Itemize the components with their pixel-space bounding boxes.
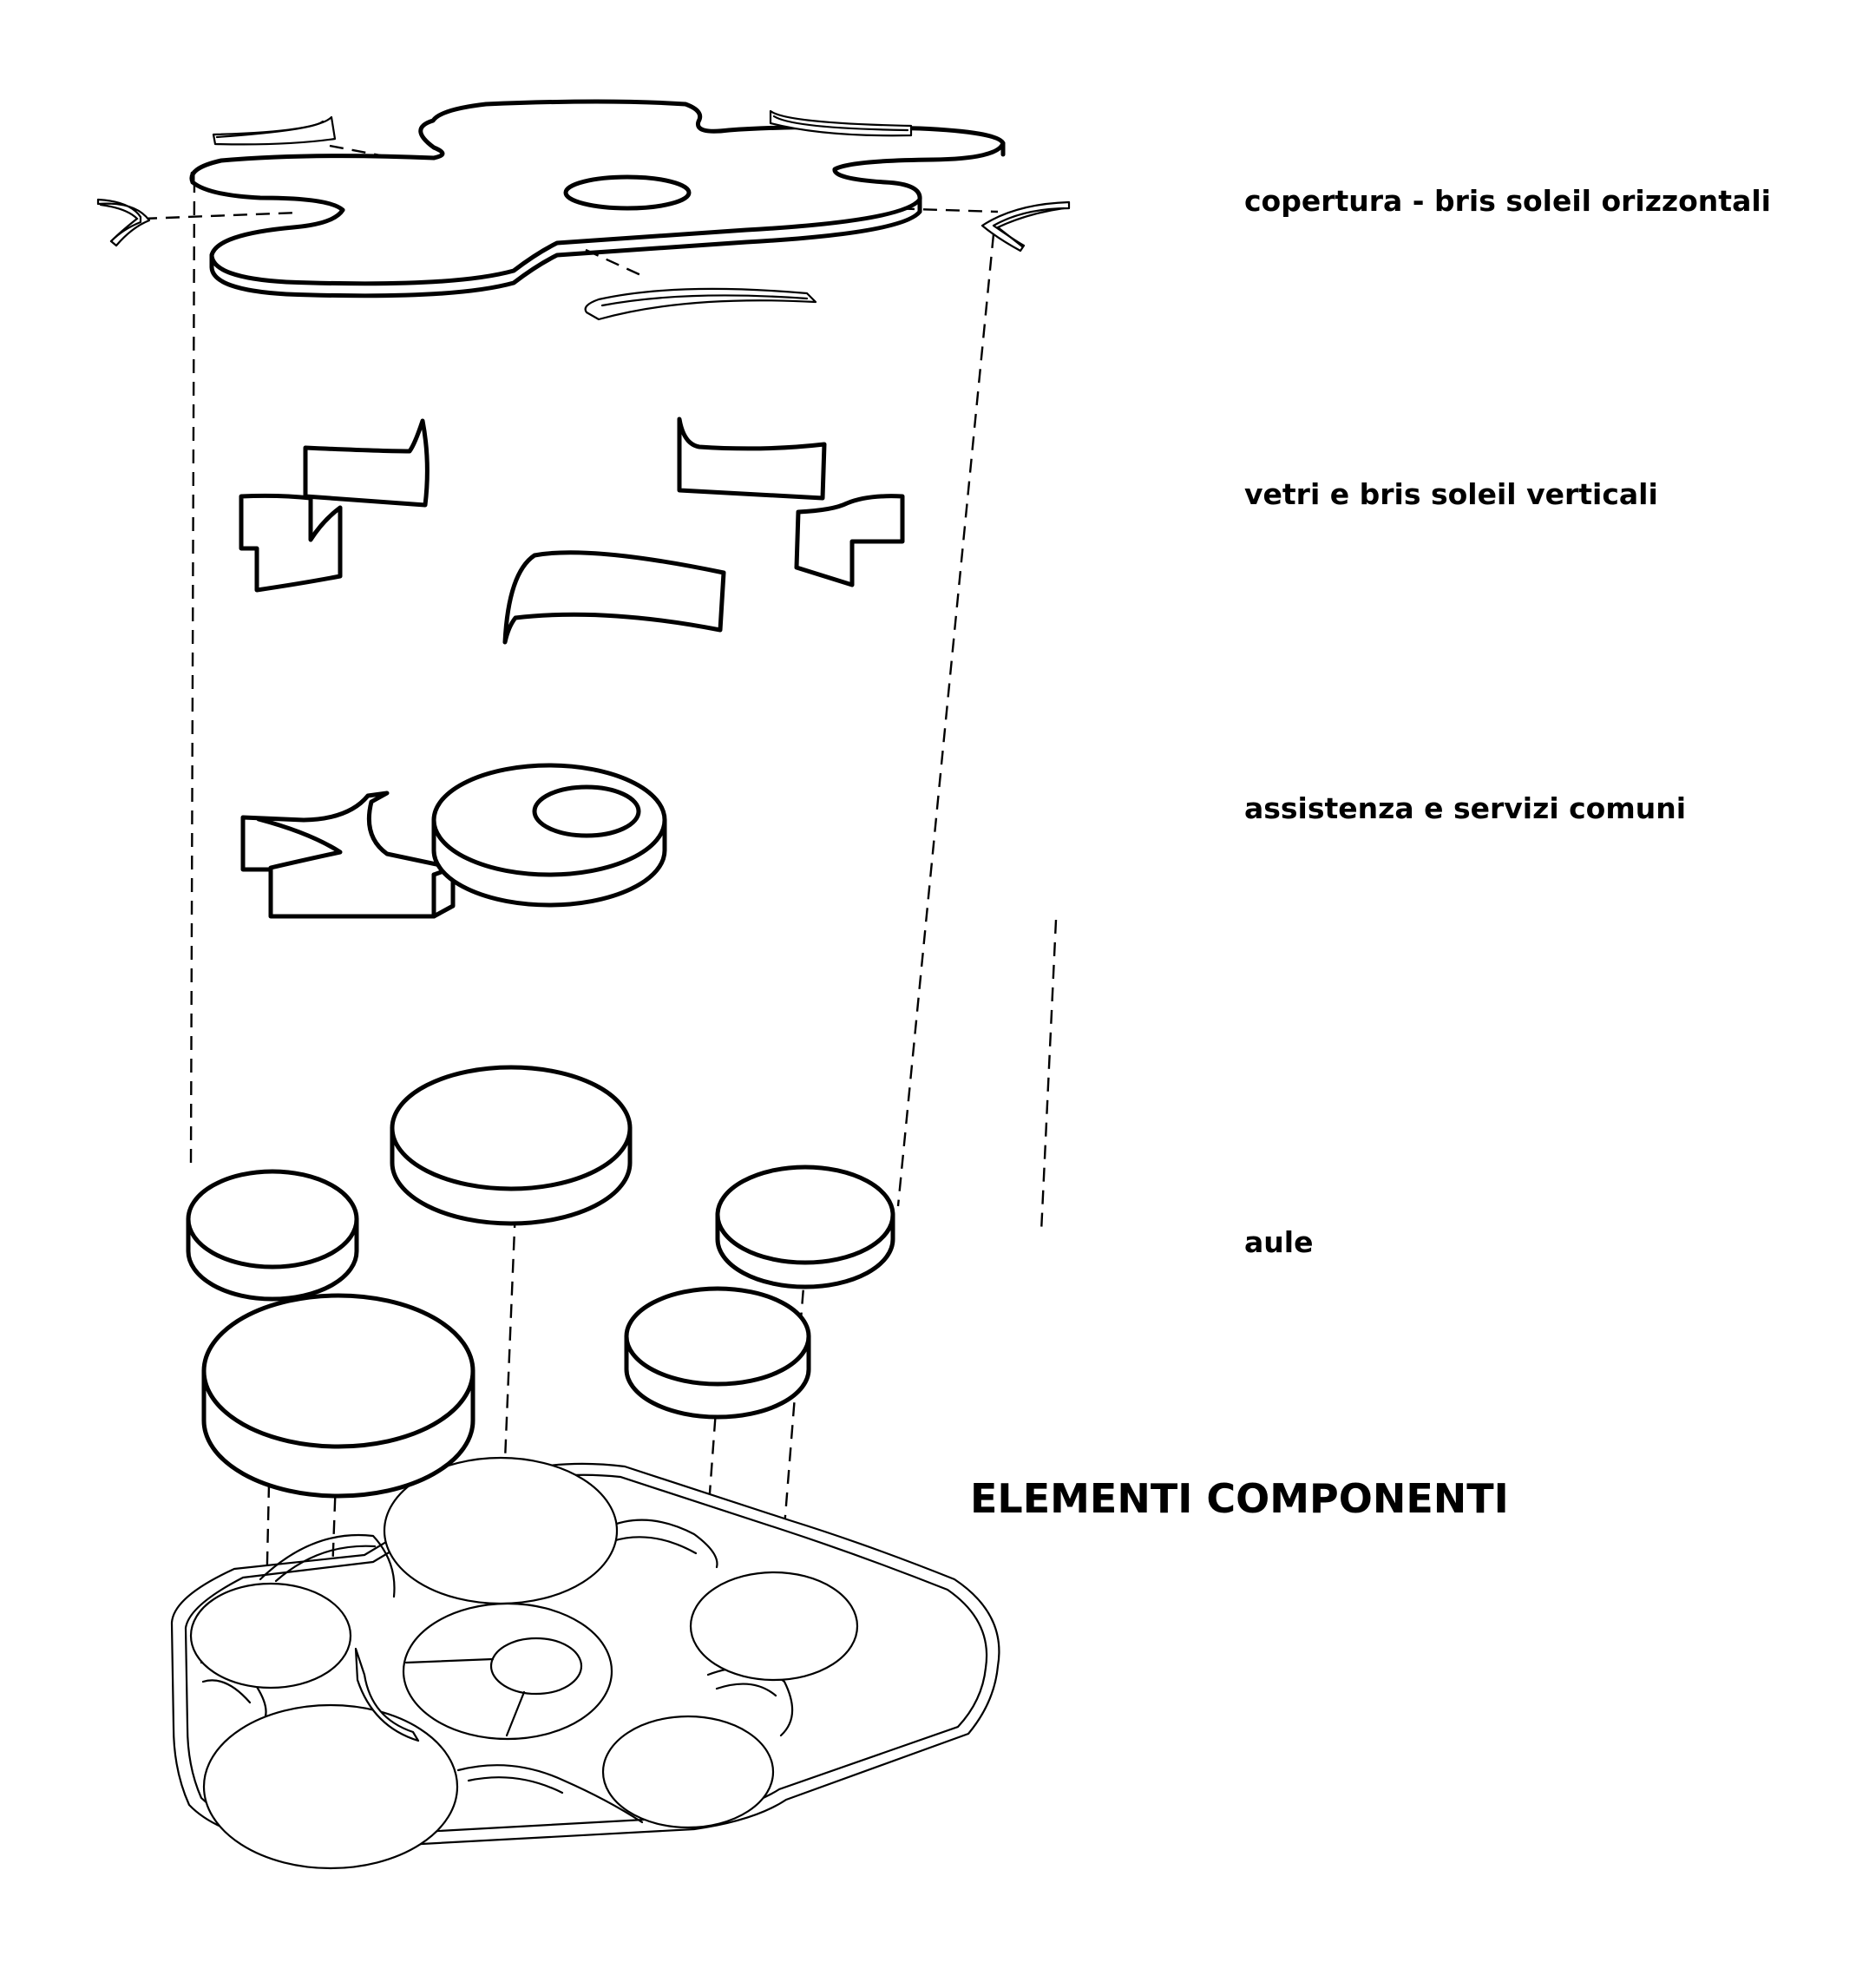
fin-top-left xyxy=(212,115,337,146)
horizontal-brise-soleil xyxy=(96,109,1071,321)
cylinder-right-lower xyxy=(624,1286,811,1420)
service-ring-cylinder xyxy=(431,763,667,908)
panel-left-curved xyxy=(239,493,343,593)
base-platform xyxy=(170,1456,1000,1870)
fin-top-right xyxy=(769,109,913,137)
panel-top-left xyxy=(303,418,430,508)
service-wing-block xyxy=(240,791,456,919)
fin-left xyxy=(96,198,151,247)
panel-center-curved xyxy=(502,550,726,645)
cylinder-right-upper xyxy=(715,1165,895,1289)
label-classrooms: aule xyxy=(1244,1225,1314,1259)
vertical-glass-panels xyxy=(239,417,905,645)
label-glass: vetri e bris soleil verticali xyxy=(1244,477,1658,511)
label-services: assistenza e servizi comuni xyxy=(1244,791,1687,825)
label-roof: copertura - bris soleil orizzontali xyxy=(1244,184,1771,218)
fin-bottom xyxy=(584,287,817,321)
aule-cylinders xyxy=(186,1065,895,1499)
cylinder-upper-left xyxy=(186,1169,359,1302)
roof-slab xyxy=(189,99,1006,299)
cylinder-large-lower-left xyxy=(201,1293,475,1499)
panel-top-right xyxy=(677,417,827,501)
diagram-title: ELEMENTI COMPONENTI xyxy=(970,1475,1509,1522)
panel-right-curved xyxy=(794,494,905,587)
cylinder-top-center xyxy=(390,1065,633,1226)
fin-right xyxy=(980,200,1071,253)
services-blocks xyxy=(240,763,667,919)
